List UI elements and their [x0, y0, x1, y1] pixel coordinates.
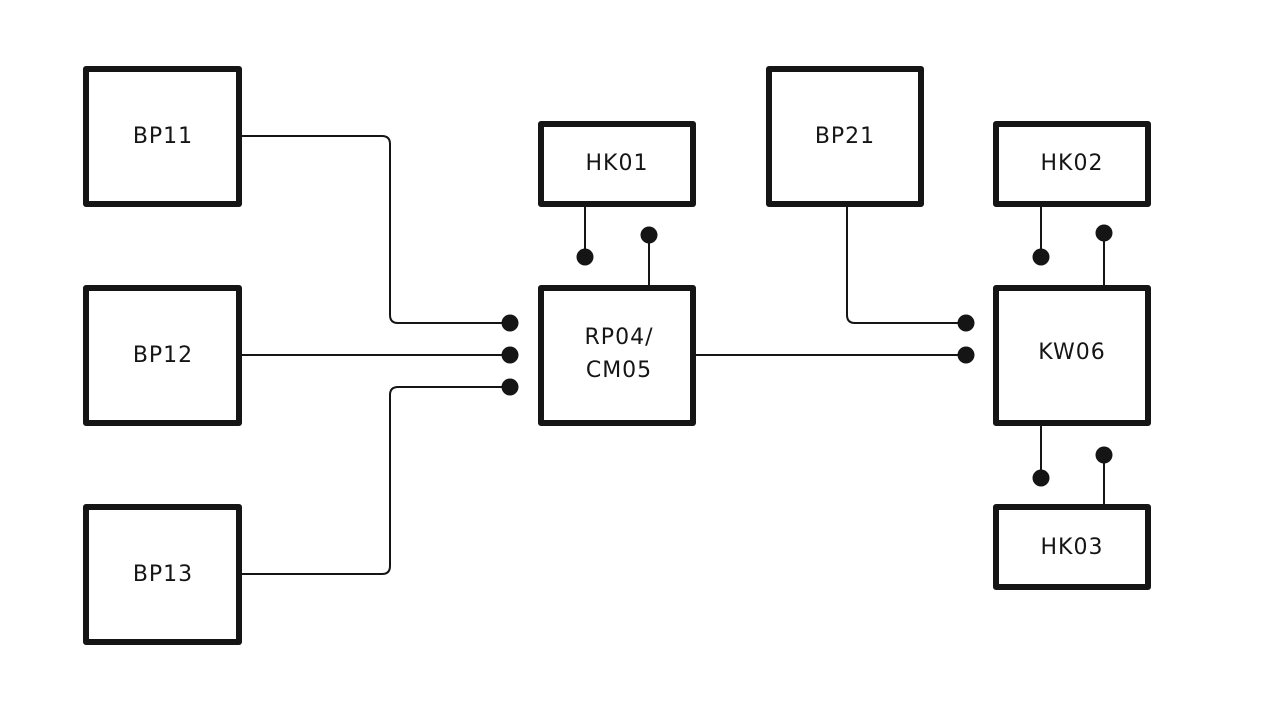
node-hk03: HK03 [993, 504, 1151, 590]
node-label: HK01 [586, 151, 649, 176]
node-label: KW06 [1038, 340, 1105, 365]
connector-dot [1095, 224, 1113, 242]
wire-bp21-kw06 [846, 205, 966, 324]
connector-dot [576, 248, 594, 266]
connector-dots [501, 224, 1113, 487]
connector-dot [957, 314, 975, 332]
node-bp13: BP13 [83, 504, 242, 645]
connector-lines [240, 135, 1105, 575]
node-label: HK02 [1041, 151, 1104, 176]
node-rp04-cm05: RP04/ CM05 [538, 285, 696, 426]
connector-dot [501, 346, 519, 364]
node-label: BP21 [815, 124, 875, 149]
wire-bp11-rp04 [240, 135, 510, 324]
node-label: BP12 [133, 343, 193, 368]
connector-dot [1032, 248, 1050, 266]
wire-bp13-rp04 [240, 386, 510, 575]
connector-dot [501, 314, 519, 332]
node-bp11: BP11 [83, 66, 242, 207]
connector-dot [957, 346, 975, 364]
node-kw06: KW06 [993, 285, 1151, 426]
connector-dot [640, 226, 658, 244]
node-label-line1: RP04/ [585, 325, 654, 350]
node-label: BP11 [133, 124, 193, 149]
connector-dot [1095, 446, 1113, 464]
node-bp21: BP21 [766, 66, 924, 207]
node-label: HK03 [1041, 535, 1104, 560]
connector-dot [501, 378, 519, 396]
node-bp12: BP12 [83, 285, 242, 426]
connector-dot [1032, 469, 1050, 487]
node-label-line2: CM05 [586, 358, 652, 383]
node-label: BP13 [133, 562, 193, 587]
node-hk01: HK01 [538, 121, 696, 207]
node-hk02: HK02 [993, 121, 1151, 207]
